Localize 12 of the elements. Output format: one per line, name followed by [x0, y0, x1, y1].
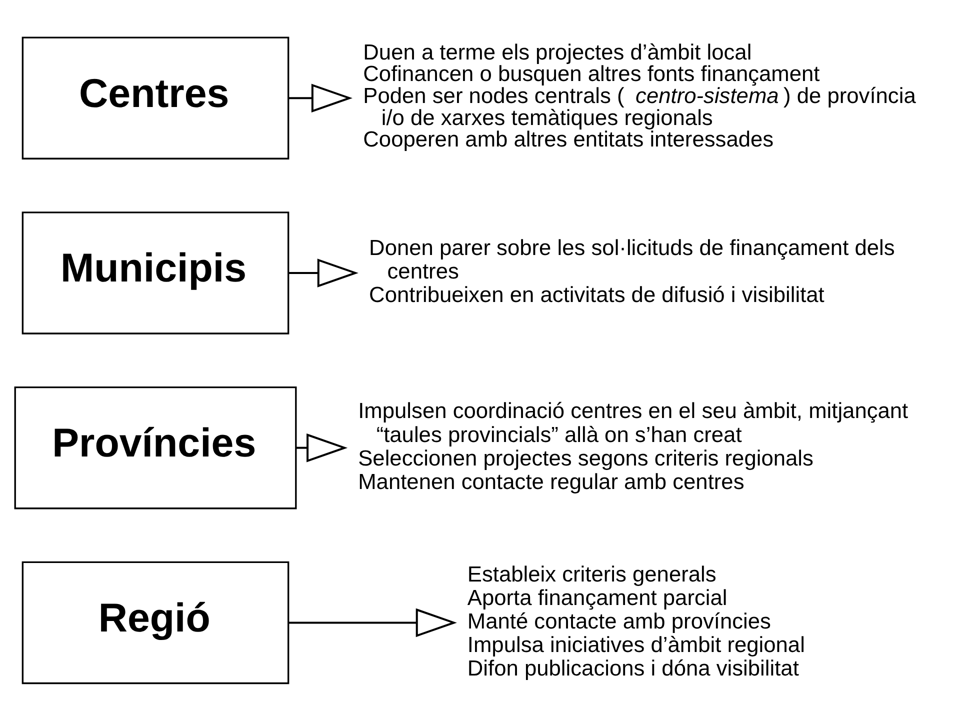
node-text: Impulsen coordinació centres en el seu àmbit, mitjançant “taules provincials” allà on s’han creat Seleccionen projectes segons criteris regionals Mantenen contacte regular amb centres [358, 398, 908, 494]
arrow [288, 258, 358, 287]
node-box: Municipis [22, 211, 290, 334]
node-box: Províncies [14, 386, 297, 509]
node-box: Regió [22, 560, 290, 684]
node-text: Duen a terme els projectes d’àmbit local Cofinancen o busquen altres fonts finançament Poden ser nodes centrals (centro-sistema) de província i/o de xarxes temàtiques regionals Cooperen amb altres entitats interessades [363, 38, 916, 152]
arrow [288, 83, 352, 112]
node-text: Donen parer sobre les sol·licituds de finançament dels centres Contribueixen en activitats de difusió i visibilitat [369, 234, 895, 307]
node-text: Estableix criteris generals Aporta finançament parcial Manté contacte amb províncies Impulsa iniciatives d’àmbit regional Difon publicacions i dóna visibilitat [467, 560, 805, 680]
arrow [288, 608, 457, 637]
arrow [296, 432, 348, 462]
node-box: Centres [22, 36, 290, 159]
